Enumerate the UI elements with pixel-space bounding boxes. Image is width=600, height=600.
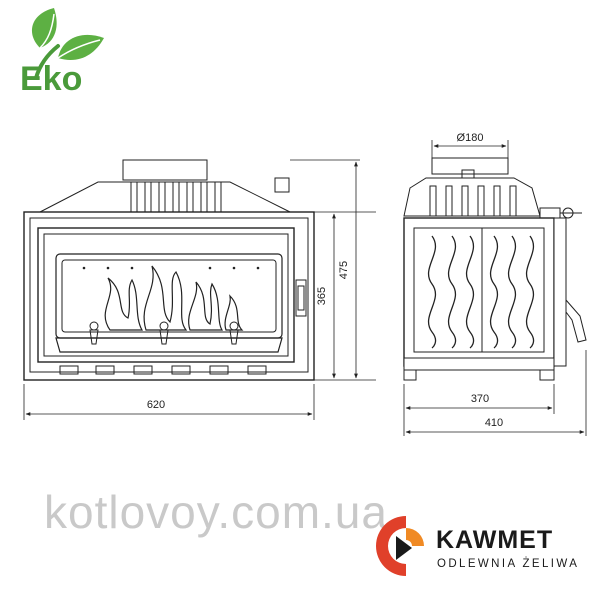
- front-dimensions: [23, 159, 376, 420]
- bottom-vents: [59, 365, 267, 375]
- front-frame: [23, 211, 315, 381]
- dim-width-label: 620: [147, 399, 165, 411]
- log-holders: [89, 321, 239, 345]
- dim-depth-total-label: 410: [485, 417, 503, 429]
- hood-top: [122, 159, 208, 181]
- leaf-icon: [31, 8, 104, 80]
- brand-subtitle: ODLEWNIA ŻELIWA: [437, 557, 579, 570]
- front-view: [23, 159, 315, 381]
- eco-badge: Eko: [20, 8, 104, 98]
- ornament-dots: [82, 266, 260, 270]
- dim-height-door-label: 365: [316, 287, 328, 305]
- side-top-dome: [403, 177, 541, 217]
- side-dimensions: [403, 140, 587, 436]
- front-door: [37, 227, 295, 363]
- door-handle: [295, 279, 307, 317]
- watermark-text: kotlovoy.com.ua: [44, 486, 388, 538]
- dim-flue-label: Ø180: [457, 132, 484, 144]
- air-regulator: [539, 207, 582, 219]
- flames-icon: [104, 265, 244, 331]
- wave-ribs: [427, 235, 535, 349]
- side-view: [403, 157, 587, 381]
- eco-label: Eko: [20, 60, 82, 98]
- kawmet-logo: KAWMET ODLEWNIA ŻELIWA: [376, 516, 579, 576]
- side-top-ribs: [429, 185, 517, 217]
- grate-bar: [55, 337, 283, 353]
- side-body: [403, 217, 555, 367]
- flue-collar: [431, 157, 509, 175]
- brand-name: KAWMET: [436, 526, 553, 554]
- kawmet-emblem-icon: [376, 516, 424, 576]
- dim-height-total-label: 475: [338, 261, 350, 279]
- dim-depth-body-label: 370: [471, 393, 489, 405]
